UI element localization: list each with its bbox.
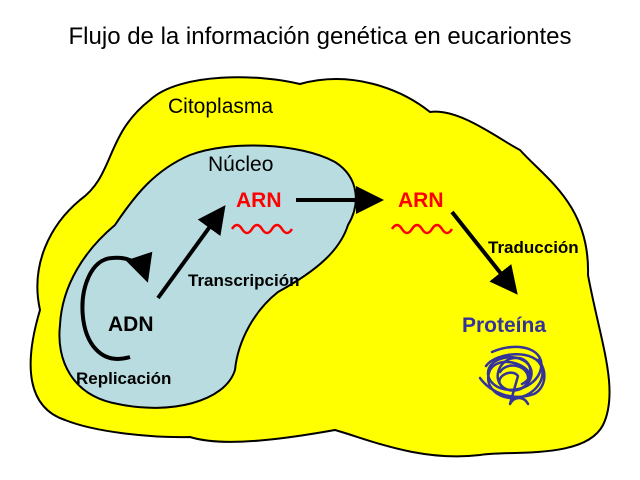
cytoplasm-label: Citoplasma [168,95,273,118]
translation-label: Traducción [488,238,579,257]
protein-label: Proteína [462,314,546,337]
nucleus-label: Núcleo [208,153,273,176]
protein-tangle-icon [478,345,546,406]
transcription-arrow [156,205,226,300]
transcription-label: Transcripción [188,271,299,290]
replication-arrow [80,251,153,361]
rna-nuclear-label: ARN [236,189,282,212]
nucleus-region [58,144,357,409]
rna-cytoplasm-squiggle-icon [390,223,454,235]
replication-label: Replicación [76,369,171,388]
rna-nuclear-squiggle-icon [230,223,294,235]
dna-label: ADN [108,313,154,336]
rna-cytoplasm-label: ARN [398,189,444,212]
translation-arrow [450,210,518,295]
diagram-title: Flujo de la información genética en euca… [69,23,572,50]
